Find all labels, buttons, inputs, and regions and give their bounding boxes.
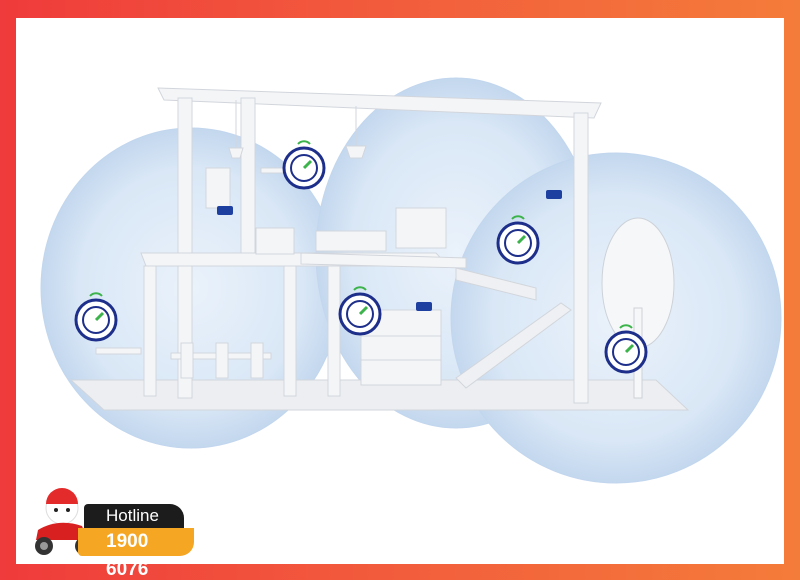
speed-gauge-icon (604, 324, 648, 374)
image-panel (16, 18, 784, 564)
hotline-badge[interactable]: Hotline 1900 6076 (24, 480, 194, 580)
speed-gauge-icon (282, 140, 326, 190)
house-wifi-scene (40, 77, 782, 484)
house (69, 87, 690, 411)
router-icon (217, 190, 562, 311)
speed-gauge-icon (496, 215, 540, 265)
speed-gauge-icon (74, 292, 118, 342)
speed-gauge-icon (338, 286, 382, 336)
hotline-label: Hotline (84, 504, 184, 528)
hotline-number[interactable]: 1900 6076 (78, 528, 194, 580)
